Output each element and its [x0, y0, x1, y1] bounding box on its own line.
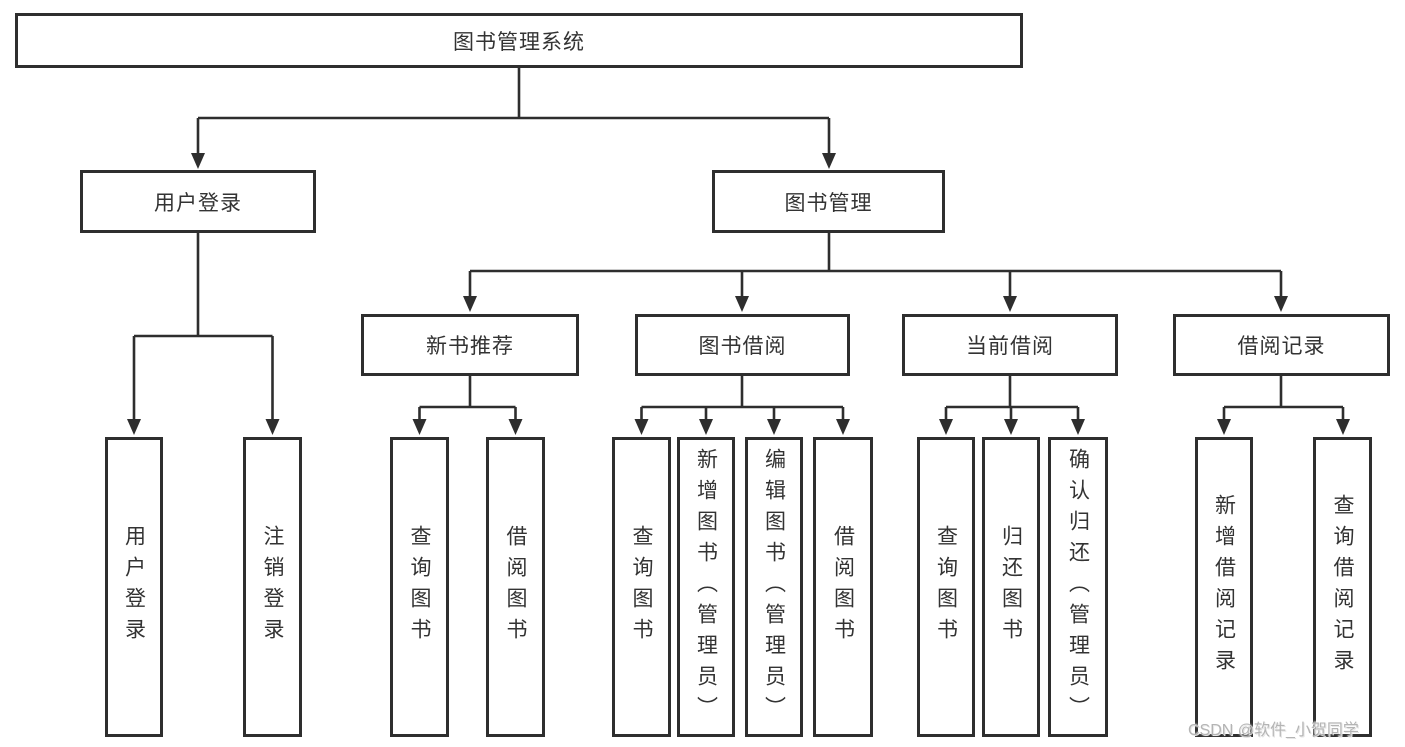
node-book-management: 图书管理 [712, 170, 945, 233]
leaf-borrow-books-1: 借阅图书 [486, 437, 545, 737]
leaf-return-books-label: 归还图书 [999, 525, 1023, 649]
node-new-book-recommendation-label: 新书推荐 [426, 335, 514, 358]
leaf-confirm-return-admin-label: 确认归还（管理员） [1066, 447, 1090, 727]
node-borrowing-records-label: 借阅记录 [1237, 335, 1326, 358]
node-current-borrowing: 当前借阅 [902, 314, 1118, 376]
leaf-borrow-books-1-label: 借阅图书 [504, 525, 527, 649]
node-user-login: 用户登录 [80, 170, 316, 233]
node-new-book-recommendation: 新书推荐 [361, 314, 579, 376]
node-book-management-label: 图书管理 [784, 191, 873, 215]
leaf-query-books-1: 查询图书 [390, 437, 449, 737]
leaf-query-books-1-label: 查询图书 [408, 525, 431, 649]
leaf-add-books-admin-label: 新增图书（管理员） [694, 447, 718, 727]
node-user-login-label: 用户登录 [154, 191, 242, 215]
node-borrowing-records: 借阅记录 [1173, 314, 1390, 376]
leaf-borrow-books-2-label: 借阅图书 [831, 525, 855, 649]
leaf-edit-books-admin-label: 编辑图书（管理员） [762, 447, 786, 727]
leaf-logout: 注销登录 [243, 437, 302, 737]
leaf-add-borrow-record-label: 新增借阅记录 [1212, 494, 1236, 680]
leaf-query-books-3: 查询图书 [917, 437, 975, 737]
node-book-borrowing: 图书借阅 [635, 314, 850, 376]
leaf-logout-label: 注销登录 [261, 525, 284, 649]
node-current-borrowing-label: 当前借阅 [966, 335, 1054, 358]
leaf-query-books-3-label: 查询图书 [934, 525, 958, 649]
leaf-query-borrow-record-label: 查询借阅记录 [1331, 494, 1354, 680]
node-root-label: 图书管理系统 [453, 30, 585, 54]
leaf-edit-books-admin: 编辑图书（管理员） [745, 437, 803, 737]
csdn-watermark: CSDN @软件_小贺同学 [1188, 722, 1359, 739]
leaf-add-borrow-record: 新增借阅记录 [1195, 437, 1253, 737]
leaf-query-books-2-label: 查询图书 [630, 525, 653, 649]
leaf-return-books: 归还图书 [982, 437, 1040, 737]
leaf-add-books-admin: 新增图书（管理员） [677, 437, 735, 737]
leaf-borrow-books-2: 借阅图书 [813, 437, 873, 737]
leaf-user-login-label: 用户登录 [122, 525, 146, 649]
leaf-confirm-return-admin: 确认归还（管理员） [1048, 437, 1108, 737]
leaf-user-login: 用户登录 [105, 437, 163, 737]
leaf-query-books-2: 查询图书 [612, 437, 671, 737]
leaf-query-borrow-record: 查询借阅记录 [1313, 437, 1372, 737]
node-book-borrowing-label: 图书借阅 [698, 335, 787, 358]
node-root: 图书管理系统 [15, 13, 1023, 68]
